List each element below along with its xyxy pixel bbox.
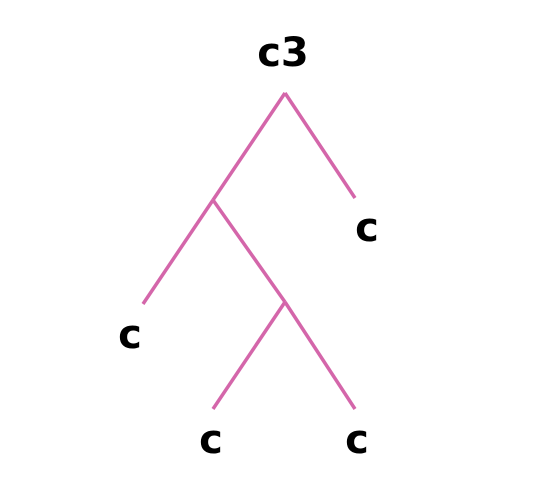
tree-labels: c3 c c c c — [118, 30, 379, 463]
tree-edge-1 — [283, 92, 357, 199]
leaf-node-label-0-1-0: c — [199, 417, 223, 463]
tree-edge-0-1-1 — [283, 301, 357, 410]
tree-edge-0 — [211, 92, 287, 201]
leaf-node-label-0-1-1: c — [345, 417, 369, 463]
tree-edge-0-1-0 — [211, 301, 287, 410]
tree-edges — [141, 92, 357, 410]
leaf-node-label-0-0: c — [118, 312, 142, 358]
tree-edge-0-1 — [211, 198, 287, 304]
leaf-node-label-1: c — [355, 205, 379, 251]
root-node-label: c3 — [257, 30, 309, 76]
tree-edge-0-0 — [141, 199, 215, 305]
